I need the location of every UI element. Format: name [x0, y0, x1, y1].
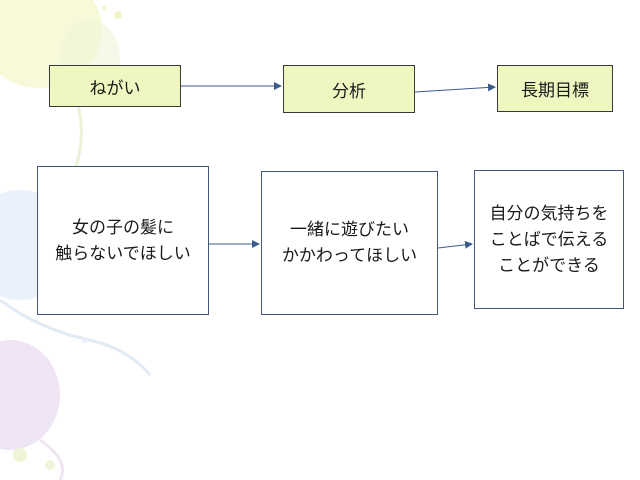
- header-analysis-box: 分析: [283, 65, 415, 113]
- header-need-label: ねがい: [89, 78, 141, 99]
- balloon-purple-icon: [0, 340, 60, 450]
- goal-content-box: 自分の気持ちを ことばで伝える ことができる: [474, 170, 624, 309]
- header-long-term-box: 長期目標: [497, 65, 613, 112]
- goal-content-text: 自分の気持ちを ことばで伝える ことができる: [489, 203, 609, 276]
- header-analysis-label: 分析: [332, 81, 366, 102]
- header-long-term-label: 長期目標: [521, 81, 589, 101]
- need-content-text: 女の子の髪に 触らないでほしい: [55, 217, 191, 264]
- arrow-analysis-to-goal-content: [437, 240, 473, 249]
- arrow-analysis-to-goal-header: [414, 83, 496, 93]
- header-need-box: ねがい: [49, 65, 181, 107]
- analysis-content-box: 一緒に遊びたい かかわってほしい: [261, 171, 438, 315]
- analysis-content-text: 一緒に遊びたい かかわってほしい: [281, 220, 418, 266]
- need-content-box: 女の子の髪に 触らないでほしい: [37, 166, 209, 315]
